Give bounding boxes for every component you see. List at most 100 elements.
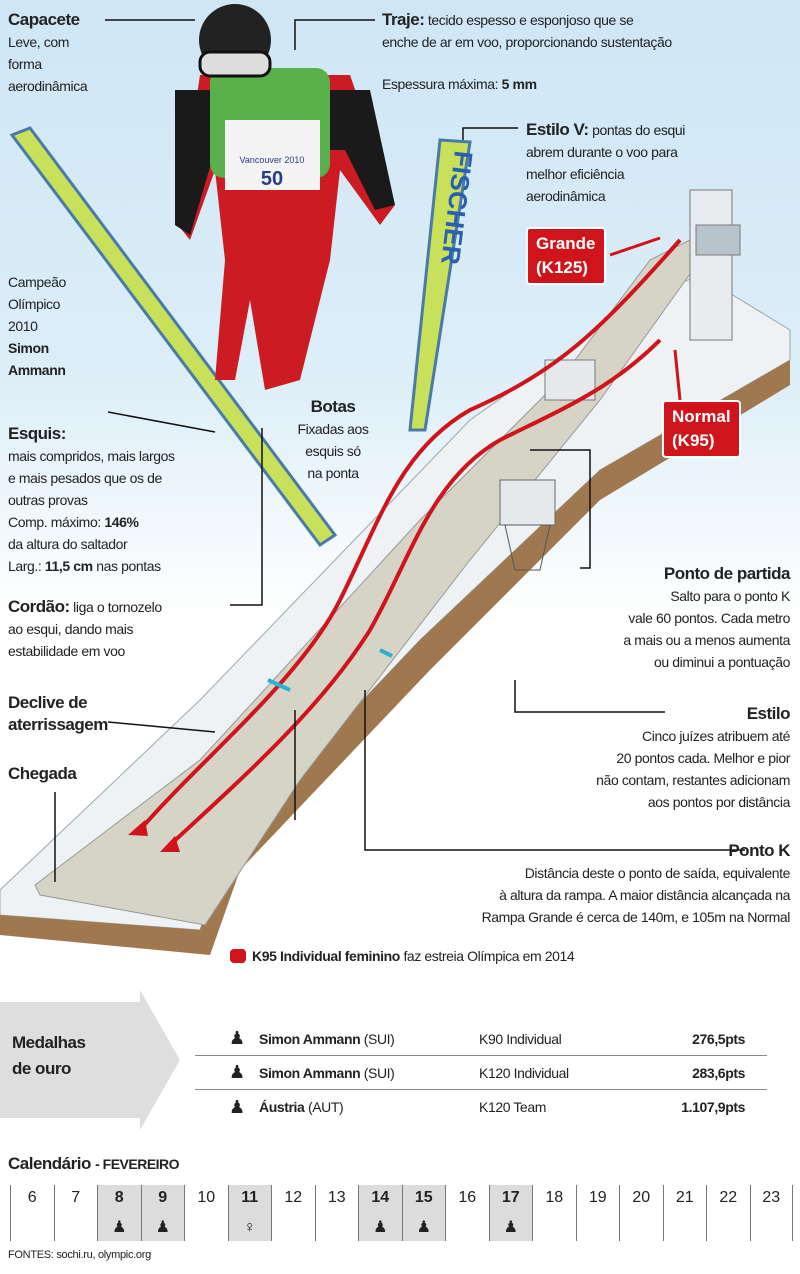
calendar-title-text: Calendário (8, 1154, 91, 1173)
calendar-day-number: 19 (588, 1189, 607, 1206)
ponto-partida-text: a mais ou a menos aumenta (623, 632, 790, 648)
track-normal (168, 338, 662, 847)
medal-row: ♟ Áustria (AUT) K120 Team 1.107,9pts (195, 1090, 767, 1124)
calendar-day-number: 21 (675, 1189, 694, 1206)
male-event-icon: ♟ (503, 1219, 518, 1236)
calendar-day: 15♟ (401, 1185, 445, 1241)
legend: K95 Individual feminino faz estreia Olím… (230, 945, 575, 967)
grande-name: Grande (536, 234, 596, 253)
traje-title: Traje: (382, 10, 425, 29)
ponto-k-text: Rampa Grande é cerca de 140m, e 105m na … (481, 909, 791, 925)
calendar-day-number: 9 (158, 1189, 168, 1206)
declive-block: Declive de aterrissagem (8, 692, 108, 736)
estilo-v-block: Estilo V: pontas do esqui abrem durante … (526, 119, 685, 207)
estilo-block: Estilo Cinco juízes atribuem até 20 pont… (596, 703, 790, 813)
calendar-day: 21 (662, 1185, 707, 1241)
capacete-title: Capacete (8, 10, 80, 29)
calendar-day: 9♟ (140, 1185, 184, 1241)
traje-block: Traje: tecido espesso e esponjoso que se… (382, 9, 672, 95)
calendar-day: 13 (314, 1185, 359, 1241)
medals-title-line: Medalhas (12, 1033, 86, 1052)
grande-label: Grande (K125) (526, 227, 606, 285)
calendar-day-number: 8 (114, 1189, 124, 1206)
calendar-day-number: 14 (371, 1189, 390, 1206)
botas-text: na ponta (307, 465, 359, 481)
estilo-v-text: pontas do esqui (592, 122, 685, 138)
medal-athlete: Simon Ammann (259, 1064, 361, 1081)
length-label: Comp. máximo: (8, 514, 101, 530)
medal-points: 276,5pts (692, 1030, 745, 1047)
calendar-day: 11♀ (227, 1185, 271, 1241)
male-event-icon: ♟ (416, 1219, 431, 1236)
male-event-icon: ♟ (155, 1219, 170, 1236)
calendar-day: 8♟ (97, 1185, 141, 1241)
normal-name: Normal (672, 407, 731, 426)
champion-text: Campeão (8, 274, 66, 290)
width-label: Larg.: (8, 558, 42, 574)
medal-event: K120 Individual (479, 1064, 569, 1081)
ponto-partida-text: Salto para o ponto K (670, 588, 790, 604)
calendar-day: 7 (53, 1185, 98, 1241)
cordao-text: liga o tornozelo (73, 599, 162, 615)
botas-title: Botas (310, 397, 356, 416)
esquis-block: Esquis: mais compridos, mais largos e ma… (8, 423, 175, 577)
ponto-partida-title: Ponto de partida (663, 564, 791, 583)
estilo-v-text: melhor eficiência (526, 166, 625, 182)
estilo-title: Estilo (746, 704, 791, 723)
arrow-head (128, 820, 148, 836)
medal-event: K120 Team (479, 1099, 546, 1115)
pointer-estilo (514, 680, 665, 713)
calendar-day-number: 16 (458, 1189, 477, 1206)
botas-text: esquis só (305, 443, 361, 459)
calendar-day: 20 (619, 1185, 663, 1241)
calendar-day: 18 (532, 1185, 576, 1241)
calendar-month: - FEVEREIRO (95, 1156, 180, 1172)
calendar-day-number: 10 (197, 1189, 216, 1206)
ponto-k-text: Distância deste o ponto de saída, equiva… (524, 865, 791, 881)
male-athlete-icon: ♟ (229, 1028, 245, 1048)
legend-bold: K95 Individual feminino (252, 948, 400, 964)
champion-text: Olímpico (8, 296, 61, 312)
champion-block: Campeão Olímpico 2010 Simon Ammann (8, 271, 66, 381)
medals-title: Medalhas de ouro (12, 1030, 86, 1082)
declive-title: Declive de (8, 693, 88, 712)
ponto-k-title: Ponto K (728, 841, 790, 860)
pointer-estilo-v (462, 127, 518, 140)
calendar-day-number: 23 (762, 1189, 781, 1206)
pointer-declive (107, 721, 216, 733)
calendar-day-number: 13 (327, 1189, 346, 1206)
calendar-day: 16 (445, 1185, 489, 1241)
male-athlete-icon: ♟ (229, 1062, 245, 1082)
pointer-ponto-k (294, 690, 745, 851)
calendar-day-number: 11 (241, 1189, 259, 1206)
botas-block: Botas Fixadas aos esquis só na ponta (290, 396, 376, 484)
track-grande (138, 238, 682, 832)
bib-event: Vancouver 2010 (240, 155, 305, 165)
estilo-v-title: Estilo V: (526, 120, 589, 139)
pointer-esquis (107, 411, 216, 433)
judge-tower (689, 189, 733, 341)
calendar-day: 23 (749, 1185, 793, 1241)
ponto-partida-text: vale 60 pontos. Cada metro (628, 610, 790, 626)
medals-arrow (0, 990, 180, 1130)
champion-name: Ammann (8, 362, 66, 378)
calendar-day-number: 22 (719, 1189, 738, 1206)
estilo-v-text: abrem durante o voo para (526, 144, 678, 160)
esquis-text: da altura do saltador (8, 536, 128, 552)
champion-name: Simon (8, 340, 49, 356)
capacete-block: Capacete Leve, com forma aerodinâmica (8, 9, 88, 97)
calendar-day-number: 18 (545, 1189, 564, 1206)
calendar-day-number: 20 (632, 1189, 651, 1206)
normal-k: (K95) (672, 431, 715, 450)
estilo-text: aos pontos por distância (647, 794, 791, 810)
cordao-title: Cordão: (8, 597, 70, 616)
medals-title-line: de ouro (12, 1059, 71, 1078)
medal-row: ♟ Simon Ammann (SUI) K120 Individual 283… (195, 1056, 767, 1090)
calendar-day: 22 (706, 1185, 750, 1241)
esquis-text: e mais pesados que os de (8, 470, 162, 486)
normal-label: Normal (K95) (662, 400, 741, 458)
capacete-text: forma (8, 56, 42, 72)
esquis-title: Esquis: (8, 424, 66, 443)
medal-event: K90 Individual (479, 1030, 562, 1047)
